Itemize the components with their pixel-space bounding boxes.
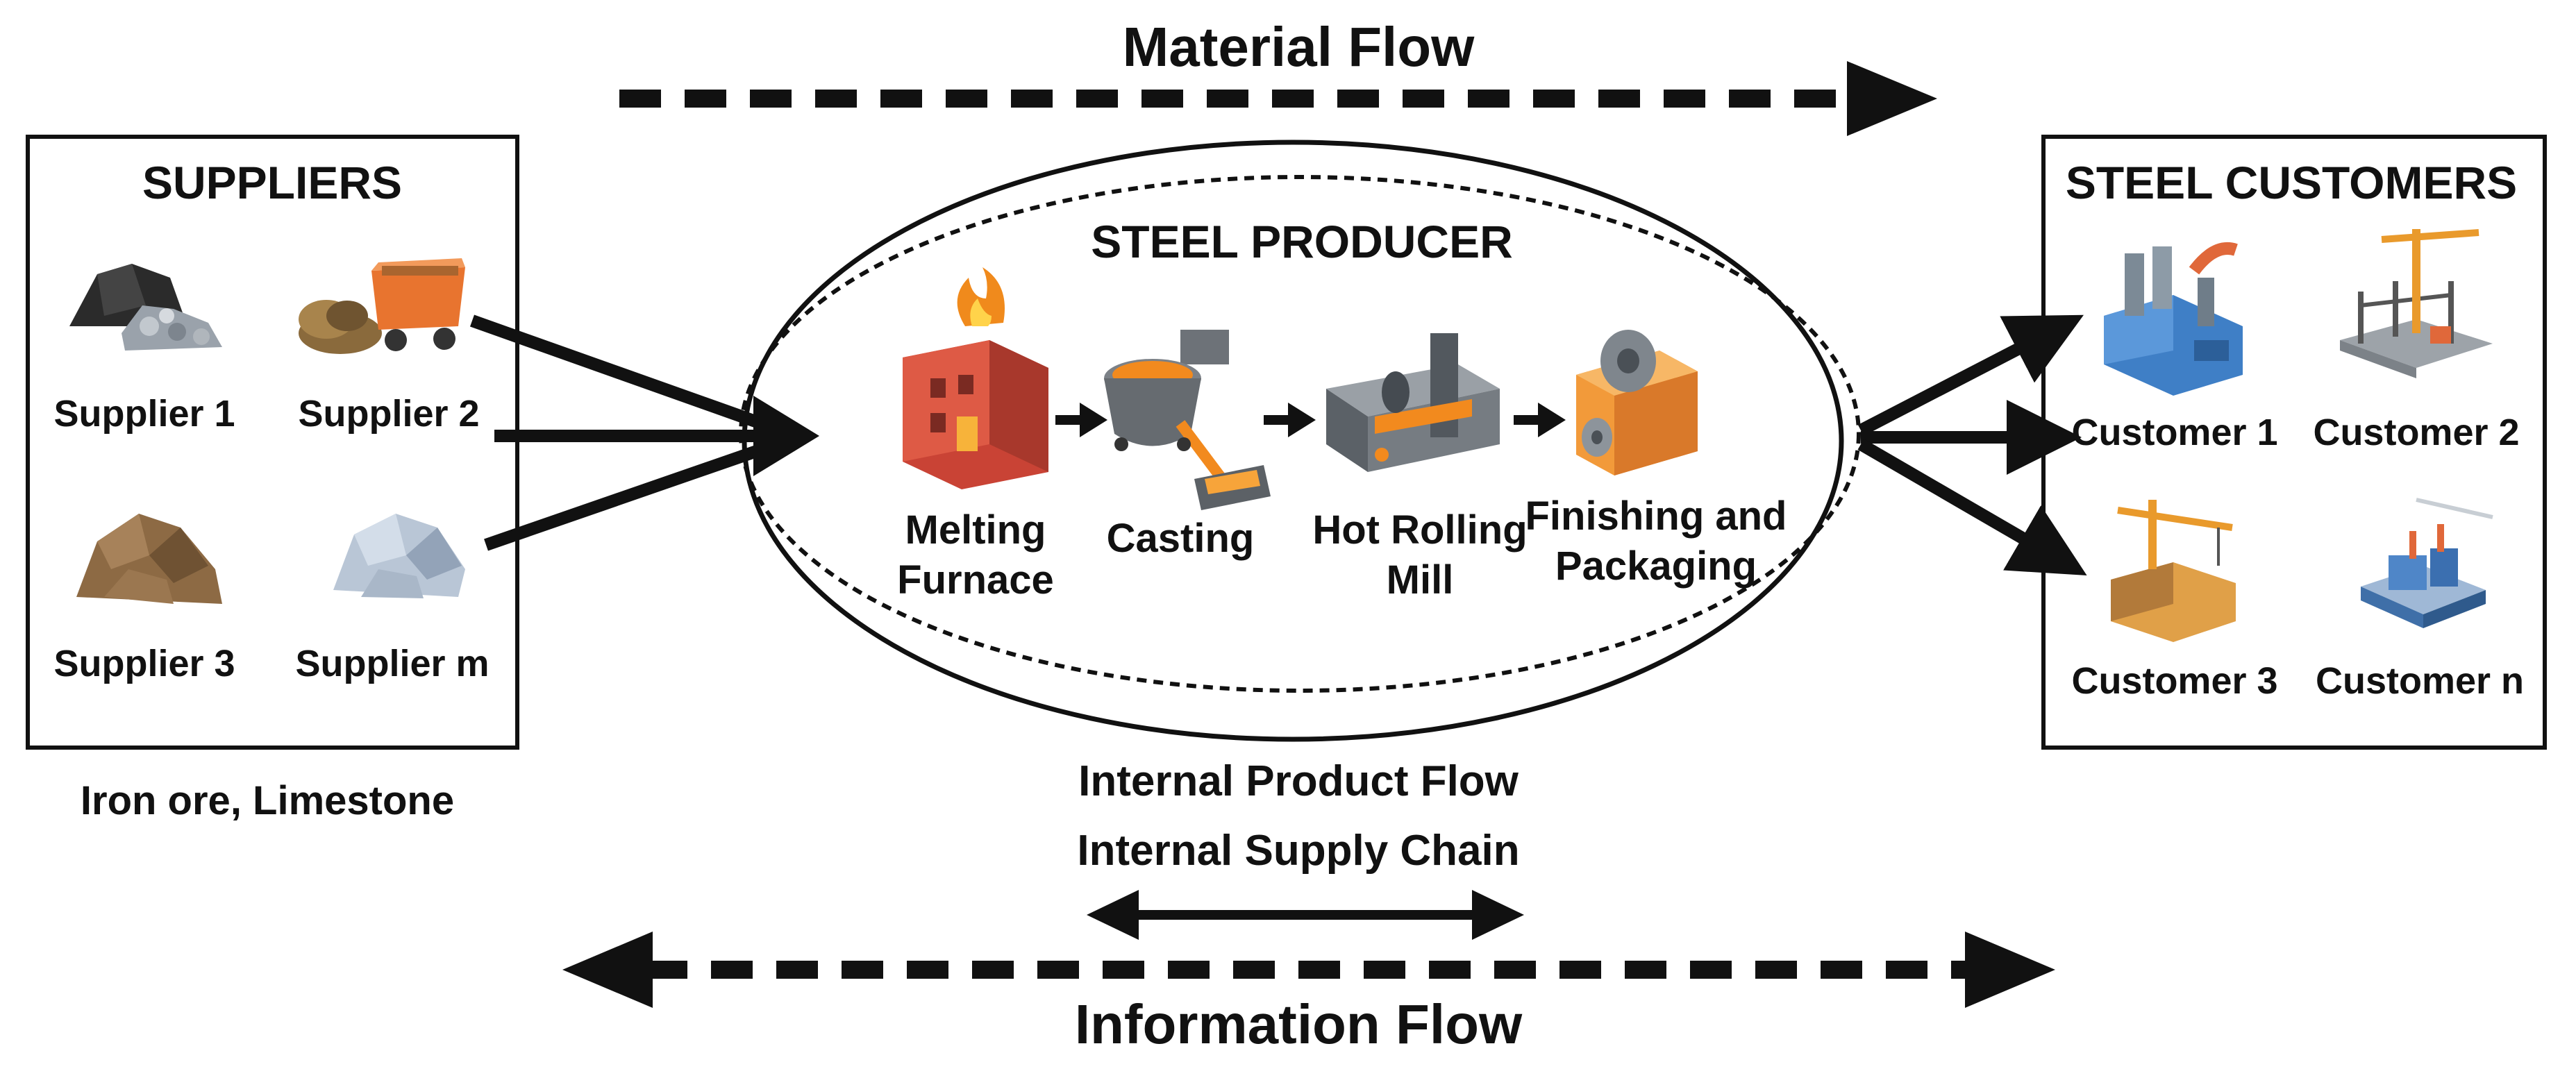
- step-melting-line1: Melting: [905, 507, 1046, 553]
- step-finishing-packaging: Finishing and Packaging: [1525, 491, 1787, 591]
- supplier-3-label: Supplier 3: [53, 643, 235, 684]
- information-flow-label: Information Flow: [1074, 993, 1523, 1055]
- customer-arrows: [1857, 314, 2087, 576]
- customer-n-label: Customer n: [2315, 660, 2525, 702]
- step-finishing-line2: Packaging: [1555, 544, 1757, 589]
- ladle-icon: [1104, 330, 1271, 510]
- process-arrows: [1055, 403, 1566, 437]
- customer-3-label: Customer 3: [2071, 660, 2278, 702]
- customer-1-label: Customer 1: [2071, 412, 2278, 453]
- producer-title: STEEL PRODUCER: [1091, 216, 1513, 267]
- customers-title: STEEL CUSTOMERS: [2065, 157, 2518, 208]
- supplier-materials-label: Iron ore, Limestone: [80, 778, 455, 823]
- coal-pile-icon: [69, 264, 222, 351]
- step-melting-furnace: Melting Furnace: [897, 505, 1054, 605]
- supplier-2-label: Supplier 2: [298, 393, 480, 435]
- suppliers-title: SUPPLIERS: [142, 157, 403, 208]
- supplier-arrows: [469, 314, 819, 551]
- internal-product-flow-label: Internal Product Flow: [1078, 757, 1519, 805]
- customer-2-label: Customer 2: [2313, 412, 2520, 453]
- step-casting: Casting: [1107, 514, 1255, 564]
- material-flow-label: Material Flow: [1122, 16, 1475, 78]
- construction-site-icon: [2340, 229, 2493, 378]
- material-flow-arrow: [619, 61, 1937, 136]
- internal-supply-chain-label: Internal Supply Chain: [1077, 827, 1520, 875]
- step-melting-line2: Furnace: [897, 557, 1054, 603]
- crane-building-icon: [2111, 500, 2236, 642]
- rolling-mill-icon: [1326, 333, 1500, 472]
- stone-pile-icon: [333, 514, 465, 598]
- step-hot-rolling-line2: Mill: [1386, 557, 1454, 603]
- internal-flow-arrow: [1087, 890, 1524, 940]
- step-finishing-line1: Finishing and: [1525, 494, 1787, 539]
- rock-pile-icon: [76, 514, 222, 604]
- step-hot-rolling-mill: Hot Rolling Mill: [1312, 505, 1527, 605]
- step-hot-rolling-line1: Hot Rolling: [1312, 507, 1528, 553]
- step-casting-line1: Casting: [1106, 516, 1255, 561]
- information-flow-arrow: [562, 932, 2055, 1008]
- furnace-icon: [903, 267, 1048, 489]
- supplier-m-label: Supplier m: [295, 643, 490, 684]
- industrial-plant-icon: [2361, 498, 2493, 628]
- supplier-1-label: Supplier 1: [53, 393, 235, 435]
- factory-icon: [2104, 242, 2243, 396]
- ore-cart-icon: [299, 258, 465, 354]
- coil-package-icon: [1576, 330, 1698, 475]
